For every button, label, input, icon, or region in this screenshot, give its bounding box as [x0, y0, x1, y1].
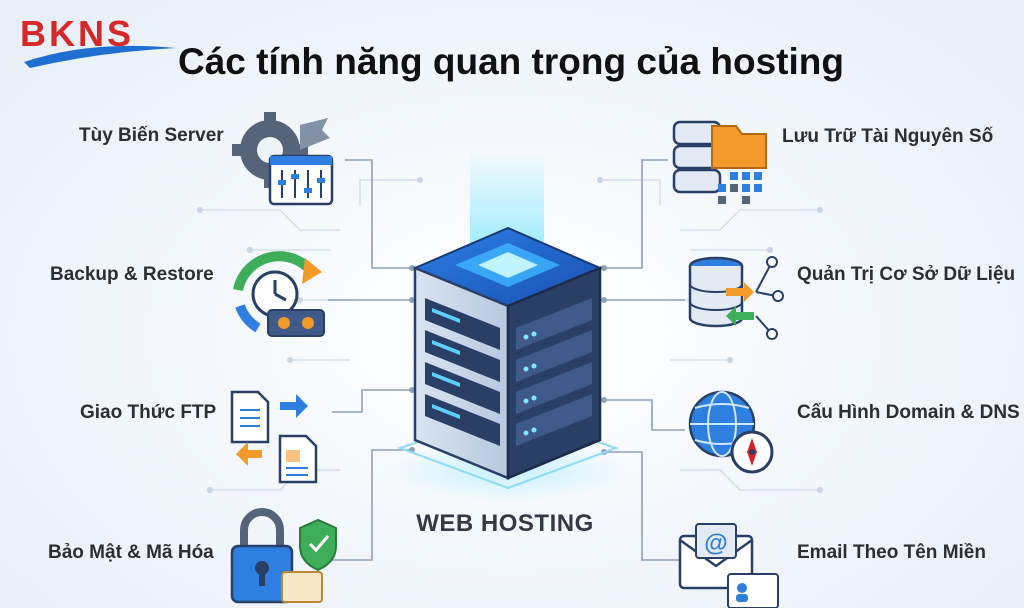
connector-ftp — [332, 389, 412, 413]
feature-label-giao-thuc-ftp: Giao Thức FTP — [80, 402, 217, 423]
storage-folder-icon — [672, 120, 767, 204]
backup-clock-icon — [233, 251, 325, 337]
globe-compass-icon — [688, 390, 774, 474]
feature-label-domain-dns: Cấu Hình Domain & DNS — [797, 402, 1020, 423]
connector-dns — [604, 399, 685, 431]
connector-tuy-bien — [345, 159, 412, 269]
page-title: Các tính năng quan trọng của hosting — [178, 41, 844, 82]
connector-lines — [328, 159, 685, 561]
svg-text:@: @ — [704, 530, 727, 557]
feature-label-quan-tri-csdl: Quản Trị Cơ Sở Dữ Liệu — [797, 264, 1016, 285]
feature-label-tuy-bien-server: Tùy Biến Server — [79, 125, 224, 146]
gear-wrench-sliders-icon — [232, 112, 334, 206]
file-transfer-icon — [230, 390, 318, 484]
padlock-shield-icon — [230, 508, 337, 604]
email-contact-icon: @ — [678, 523, 779, 608]
connector-bao-mat — [332, 449, 412, 561]
feature-label-backup-restore: Backup & Restore — [50, 264, 214, 285]
connector-luu-tru — [604, 159, 668, 269]
database-network-icon — [688, 256, 784, 340]
server-tower-icon — [412, 226, 603, 480]
brand-logo: BKNS — [20, 14, 180, 66]
logo-swoosh — [24, 45, 176, 68]
brand-logo-text: BKNS — [20, 13, 135, 54]
feature-label-luu-tru: Lưu Trữ Tài Nguyên Số — [782, 126, 994, 147]
feature-label-email: Email Theo Tên Miền — [797, 542, 986, 563]
connector-email — [604, 451, 680, 561]
center-label-web-hosting: WEB HOSTING — [416, 510, 594, 537]
feature-label-bao-mat-ma-hoa: Bảo Mật & Mã Hóa — [48, 542, 214, 563]
